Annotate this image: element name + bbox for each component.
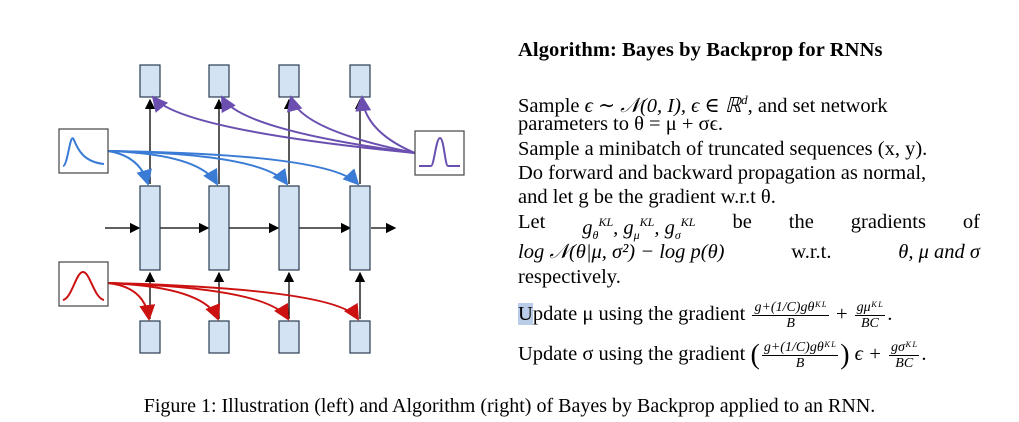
- gaussian-output-icon: [414, 130, 465, 176]
- algo-line-10: Update σ using the gradient (g+(1/C)gθᴷᴸ…: [518, 339, 927, 371]
- algo-text: Update σ using the gradient: [518, 343, 746, 366]
- gaussian-posterior-icon: [58, 261, 109, 307]
- algo-line-1: Sample ϵ ∼ 𝒩(0, I), ϵ ∈ ℝd, and set netw…: [518, 88, 888, 118]
- output-cell: [208, 64, 230, 98]
- red-weight-arrows: [107, 282, 360, 321]
- algo-math: θ, μ and σ: [898, 241, 980, 263]
- algo-text: the: [788, 211, 814, 233]
- algo-text: gradients: [850, 211, 926, 233]
- output-cell: [278, 64, 300, 98]
- output-cells: [139, 64, 371, 98]
- algo-line-8: respectively.: [518, 266, 621, 288]
- figure-caption: Figure 1: Illustration (left) and Algori…: [143, 395, 876, 417]
- blue-weight-arrows: [107, 150, 360, 186]
- algo-line-4: Do forward and backward propagation as n…: [518, 162, 927, 184]
- gaussian-prior-icon: [58, 128, 109, 174]
- algo-line-5: and let g be the gradient w.r.t θ.: [518, 186, 776, 208]
- algo-math: ϵ ∼ 𝒩(0, I), ϵ ∈ ℝ: [584, 94, 742, 117]
- input-cell: [139, 320, 161, 354]
- algo-line-2: parameters to θ = μ + σϵ.: [518, 113, 724, 135]
- input-cells: [139, 320, 371, 354]
- hidden-cells: [139, 185, 371, 271]
- input-cell: [208, 320, 230, 354]
- hidden-cell: [139, 185, 161, 271]
- algorithm-title: Algorithm: Bayes by Backprop for RNNs: [518, 39, 883, 61]
- rnn-diagram: [58, 64, 465, 354]
- algo-line-7: log 𝒩(θ|μ, σ²) − log p(θ) w.r.t. θ, μ an…: [518, 240, 980, 264]
- algo-text: of: [962, 211, 980, 233]
- algo-text: , and set network: [747, 94, 888, 117]
- text-cursor-highlight: U: [518, 303, 533, 326]
- algo-text: +: [835, 303, 848, 326]
- algo-math: log 𝒩(θ|μ, σ²) − log p(θ): [518, 241, 725, 263]
- algo-line-6: Let gθKL, gμKL, gσKL be the gradients of: [518, 210, 980, 247]
- algo-text: Let: [518, 211, 546, 233]
- algo-math-sup: d: [741, 92, 748, 107]
- input-cell: [349, 320, 371, 354]
- algo-text: pdate μ using the gradient: [532, 303, 746, 326]
- algo-text: Sample: [518, 94, 580, 117]
- hidden-cell: [349, 185, 371, 271]
- algo-text: be: [732, 211, 752, 233]
- input-cell: [278, 320, 300, 354]
- output-cell: [349, 64, 371, 98]
- purple-weight-arrows: [151, 95, 416, 154]
- algo-line-3: Sample a minibatch of truncated sequence…: [518, 138, 928, 160]
- hidden-cell: [208, 185, 230, 271]
- output-cell: [139, 64, 161, 98]
- algo-math-gradients: gθKL, gμKL, gσKL: [582, 215, 696, 242]
- algo-text: w.r.t.: [791, 241, 832, 263]
- algo-math: ϵ +: [854, 343, 882, 366]
- algorithm-box: Algorithm: Bayes by Backprop for RNNs Sa…: [518, 38, 984, 371]
- hidden-cell: [278, 185, 300, 271]
